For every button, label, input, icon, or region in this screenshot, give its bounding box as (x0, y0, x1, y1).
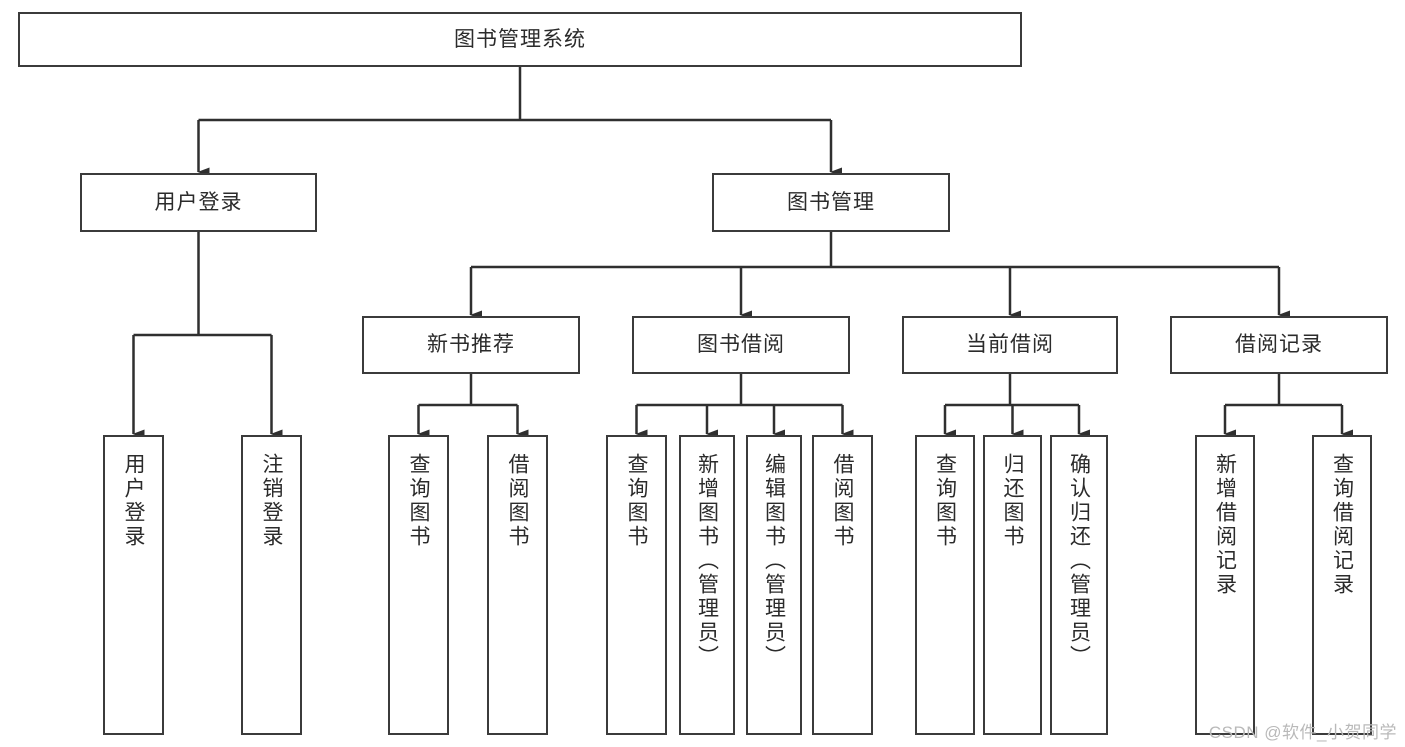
node-leaf-newbook-1[interactable]: 查询图书 (388, 435, 449, 735)
node-newbook[interactable]: 新书推荐 (362, 316, 580, 374)
node-records[interactable]: 借阅记录 (1170, 316, 1388, 374)
node-label: 编辑图书（管理员） (762, 453, 786, 669)
node-label: 借阅图书 (831, 453, 854, 549)
node-borrow[interactable]: 图书借阅 (632, 316, 850, 374)
node-label: 当前借阅 (966, 333, 1054, 357)
node-leaf-login-1[interactable]: 用户登录 (103, 435, 164, 735)
node-label: 新书推荐 (427, 333, 515, 357)
node-label: 查询图书 (407, 453, 430, 549)
node-label: 确认归还（管理员） (1067, 453, 1091, 669)
node-login[interactable]: 用户登录 (80, 173, 317, 232)
node-leaf-records-2[interactable]: 查询借阅记录 (1312, 435, 1372, 735)
node-label: 借阅记录 (1235, 333, 1323, 357)
node-label: 用户登录 (122, 453, 145, 549)
node-leaf-current-3[interactable]: 确认归还（管理员） (1050, 435, 1108, 735)
node-label: 归还图书 (1001, 453, 1024, 549)
watermark-text: CSDN @软件_小贺同学 (1208, 723, 1397, 742)
node-label: 新增借阅记录 (1213, 453, 1237, 597)
node-label: 查询图书 (933, 453, 957, 549)
node-leaf-borrow-2[interactable]: 新增图书（管理员） (679, 435, 735, 735)
node-label: 借阅图书 (506, 453, 529, 549)
node-current[interactable]: 当前借阅 (902, 316, 1118, 374)
node-bookmgmt[interactable]: 图书管理 (712, 173, 950, 232)
node-leaf-records-1[interactable]: 新增借阅记录 (1195, 435, 1255, 735)
node-root[interactable]: 图书管理系统 (18, 12, 1022, 67)
node-leaf-current-2[interactable]: 归还图书 (983, 435, 1042, 735)
node-leaf-borrow-3[interactable]: 编辑图书（管理员） (746, 435, 802, 735)
node-label: 图书管理系统 (454, 27, 586, 51)
node-label: 查询图书 (625, 453, 648, 549)
node-leaf-borrow-1[interactable]: 查询图书 (606, 435, 667, 735)
node-label: 查询借阅记录 (1330, 453, 1354, 597)
node-label: 用户登录 (154, 190, 243, 214)
node-label: 图书借阅 (697, 333, 785, 357)
node-label: 图书管理 (787, 190, 875, 214)
node-leaf-current-1[interactable]: 查询图书 (915, 435, 975, 735)
node-label: 新增图书（管理员） (695, 453, 719, 669)
node-label: 注销登录 (260, 453, 283, 549)
node-leaf-borrow-4[interactable]: 借阅图书 (812, 435, 873, 735)
node-leaf-newbook-2[interactable]: 借阅图书 (487, 435, 548, 735)
node-leaf-login-2[interactable]: 注销登录 (241, 435, 302, 735)
